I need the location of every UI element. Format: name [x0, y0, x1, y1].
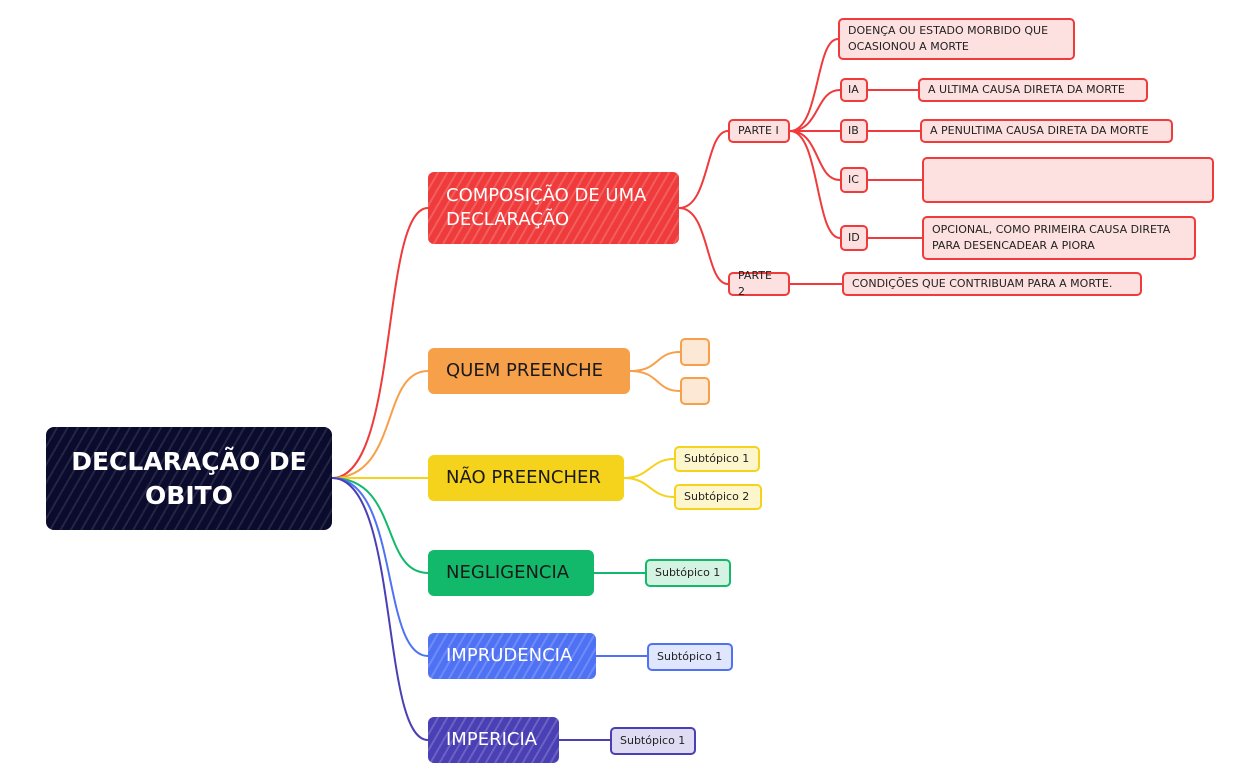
node-id[interactable]: ID — [840, 225, 868, 251]
ib-label: IB — [848, 124, 859, 137]
connector-nao-child1 — [623, 458, 675, 479]
condicoes-label: CONDIÇÕES QUE CONTRIBUAM PARA A MORTE. — [852, 277, 1113, 290]
connector-root-impericia — [331, 477, 429, 741]
branch-quem-preenche[interactable]: QUEM PREENCHE — [428, 348, 630, 394]
node-condicoes[interactable]: CONDIÇÕES QUE CONTRIBUAM PARA A MORTE. — [842, 272, 1142, 296]
node-ic-detail[interactable] — [922, 157, 1214, 203]
node-ib-detail[interactable]: A PENULTIMA CAUSA DIRETA DA MORTE — [920, 119, 1173, 143]
branch-nao-preencher[interactable]: NÃO PREENCHER — [428, 455, 624, 501]
node-parte-2[interactable]: PARTE 2 — [728, 269, 790, 298]
imprudencia-child-1-label: Subtópico 1 — [657, 650, 723, 663]
connector-nao-child2 — [623, 477, 675, 498]
branch-impericia-label: IMPERICIA — [446, 729, 538, 750]
connector-root-composicao — [331, 207, 429, 479]
node-doenca[interactable]: DOENÇA OU ESTADO MORBIDO QUE OCASIONOU A… — [838, 18, 1075, 60]
parte-1-label: PARTE I — [738, 124, 779, 137]
node-ic[interactable]: IC — [840, 167, 868, 193]
nao-child-2[interactable]: Subtópico 2 — [674, 484, 762, 510]
node-ib[interactable]: IB — [840, 119, 868, 143]
ib-detail-label: A PENULTIMA CAUSA DIRETA DA MORTE — [930, 124, 1149, 137]
root-label: DECLARAÇÃO DE OBITO — [71, 446, 307, 510]
doenca-label: DOENÇA OU ESTADO MORBIDO QUE OCASIONOU A… — [848, 24, 1049, 53]
connector-quem-child2 — [629, 370, 681, 392]
connector-parte1-doenca — [789, 38, 839, 132]
id-detail-label: OPCIONAL, COMO PRIMEIRA CAUSA DIRETA PAR… — [932, 223, 1171, 252]
connector-root-imprudencia — [331, 477, 429, 657]
branch-negligencia[interactable]: NEGLIGENCIA — [428, 550, 594, 596]
ia-detail-label: A ULTIMA CAUSA DIRETA DA MORTE — [928, 83, 1125, 96]
ic-label: IC — [848, 173, 859, 186]
impericia-child-1-label: Subtópico 1 — [620, 734, 686, 747]
negligencia-child-1-label: Subtópico 1 — [655, 566, 721, 579]
branch-negligencia-label: NEGLIGENCIA — [446, 562, 570, 583]
negligencia-child-1[interactable]: Subtópico 1 — [645, 559, 731, 587]
branch-imprudencia[interactable]: IMPRUDENCIA — [428, 633, 596, 679]
parte-2-label: PARTE 2 — [738, 269, 772, 298]
branch-nao-label: NÃO PREENCHER — [446, 467, 601, 488]
id-label: ID — [848, 231, 860, 244]
connector-composicao-parte1 — [678, 130, 729, 209]
impericia-child-1[interactable]: Subtópico 1 — [610, 727, 696, 755]
connector-root-negligencia — [331, 477, 429, 574]
connector-composicao-parte2 — [678, 207, 729, 285]
node-ia-detail[interactable]: A ULTIMA CAUSA DIRETA DA MORTE — [918, 78, 1148, 102]
nao-child-1-label: Subtópico 1 — [684, 452, 750, 465]
nao-child-2-label: Subtópico 2 — [684, 490, 750, 503]
root-node[interactable]: DECLARAÇÃO DE OBITO — [46, 427, 332, 530]
branch-quem-label: QUEM PREENCHE — [446, 360, 604, 381]
quem-child-1[interactable] — [680, 338, 710, 366]
ia-label: IA — [848, 83, 859, 96]
node-parte-1[interactable]: PARTE I — [728, 119, 790, 143]
connector-parte1-ia — [789, 89, 841, 132]
node-id-detail[interactable]: OPCIONAL, COMO PRIMEIRA CAUSA DIRETA PAR… — [922, 216, 1196, 260]
branch-composicao-label: COMPOSIÇÃO DE UMA DECLARAÇÃO — [446, 185, 647, 230]
node-ia[interactable]: IA — [840, 78, 868, 102]
connector-quem-child1 — [629, 351, 681, 372]
imprudencia-child-1[interactable]: Subtópico 1 — [647, 643, 733, 671]
branch-composicao[interactable]: COMPOSIÇÃO DE UMA DECLARAÇÃO — [428, 172, 679, 244]
connector-parte1-id — [789, 130, 841, 239]
branch-imprudencia-label: IMPRUDENCIA — [446, 645, 573, 666]
connector-parte1-ic — [789, 130, 841, 181]
connector-root-quem — [331, 370, 429, 479]
nao-child-1[interactable]: Subtópico 1 — [674, 446, 760, 472]
branch-impericia[interactable]: IMPERICIA — [428, 717, 559, 763]
quem-child-2[interactable] — [680, 377, 710, 405]
